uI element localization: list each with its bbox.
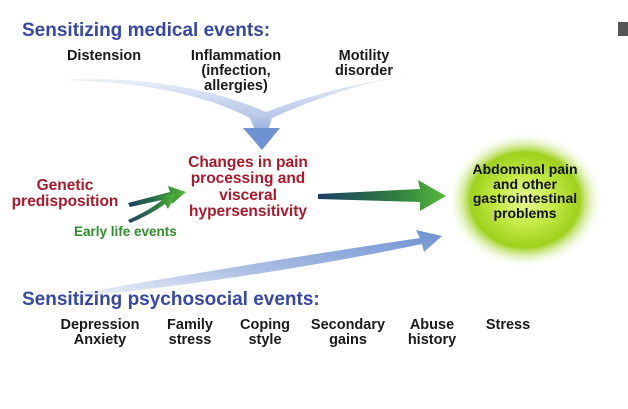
medical-events-heading: Sensitizing medical events:	[22, 20, 271, 41]
medical-events-arrow-head	[243, 128, 280, 150]
genetic-predisposition-label: Genetic predisposition	[11, 177, 119, 211]
psychosocial-item-stress: Stress	[485, 317, 531, 333]
psychosocial-item-coping-style: Coping style	[240, 317, 290, 349]
psychosocial-events-arrow	[30, 230, 442, 302]
genetic-arrow	[128, 186, 186, 207]
medical-events-arrow	[60, 72, 440, 148]
pain-processing-label: Changes in pain processing and visceral …	[188, 154, 308, 220]
corner-marker	[618, 22, 628, 36]
psychosocial-item-abuse-history: Abuse history	[407, 317, 457, 349]
medical-item-motility: Motility disorder	[334, 48, 393, 80]
main-arrow	[318, 180, 446, 211]
medical-item-inflammation: Inflammation (infection, allergies)	[190, 48, 282, 95]
outcome-label: Abdominal pain and other gastrointestina…	[472, 161, 578, 222]
psychosocial-item-depression-anxiety: Depression Anxiety	[60, 317, 140, 349]
medical-item-distension: Distension	[66, 48, 142, 64]
psychosocial-item-secondary-gains: Secondary gains	[310, 317, 386, 349]
psychosocial-item-family-stress: Family stress	[167, 317, 213, 349]
psychosocial-events-heading: Sensitizing psychosocial events:	[22, 289, 320, 310]
early-life-arrow	[128, 194, 176, 223]
outcome-glow	[447, 132, 603, 268]
early-life-events-label: Early life events	[74, 224, 177, 239]
